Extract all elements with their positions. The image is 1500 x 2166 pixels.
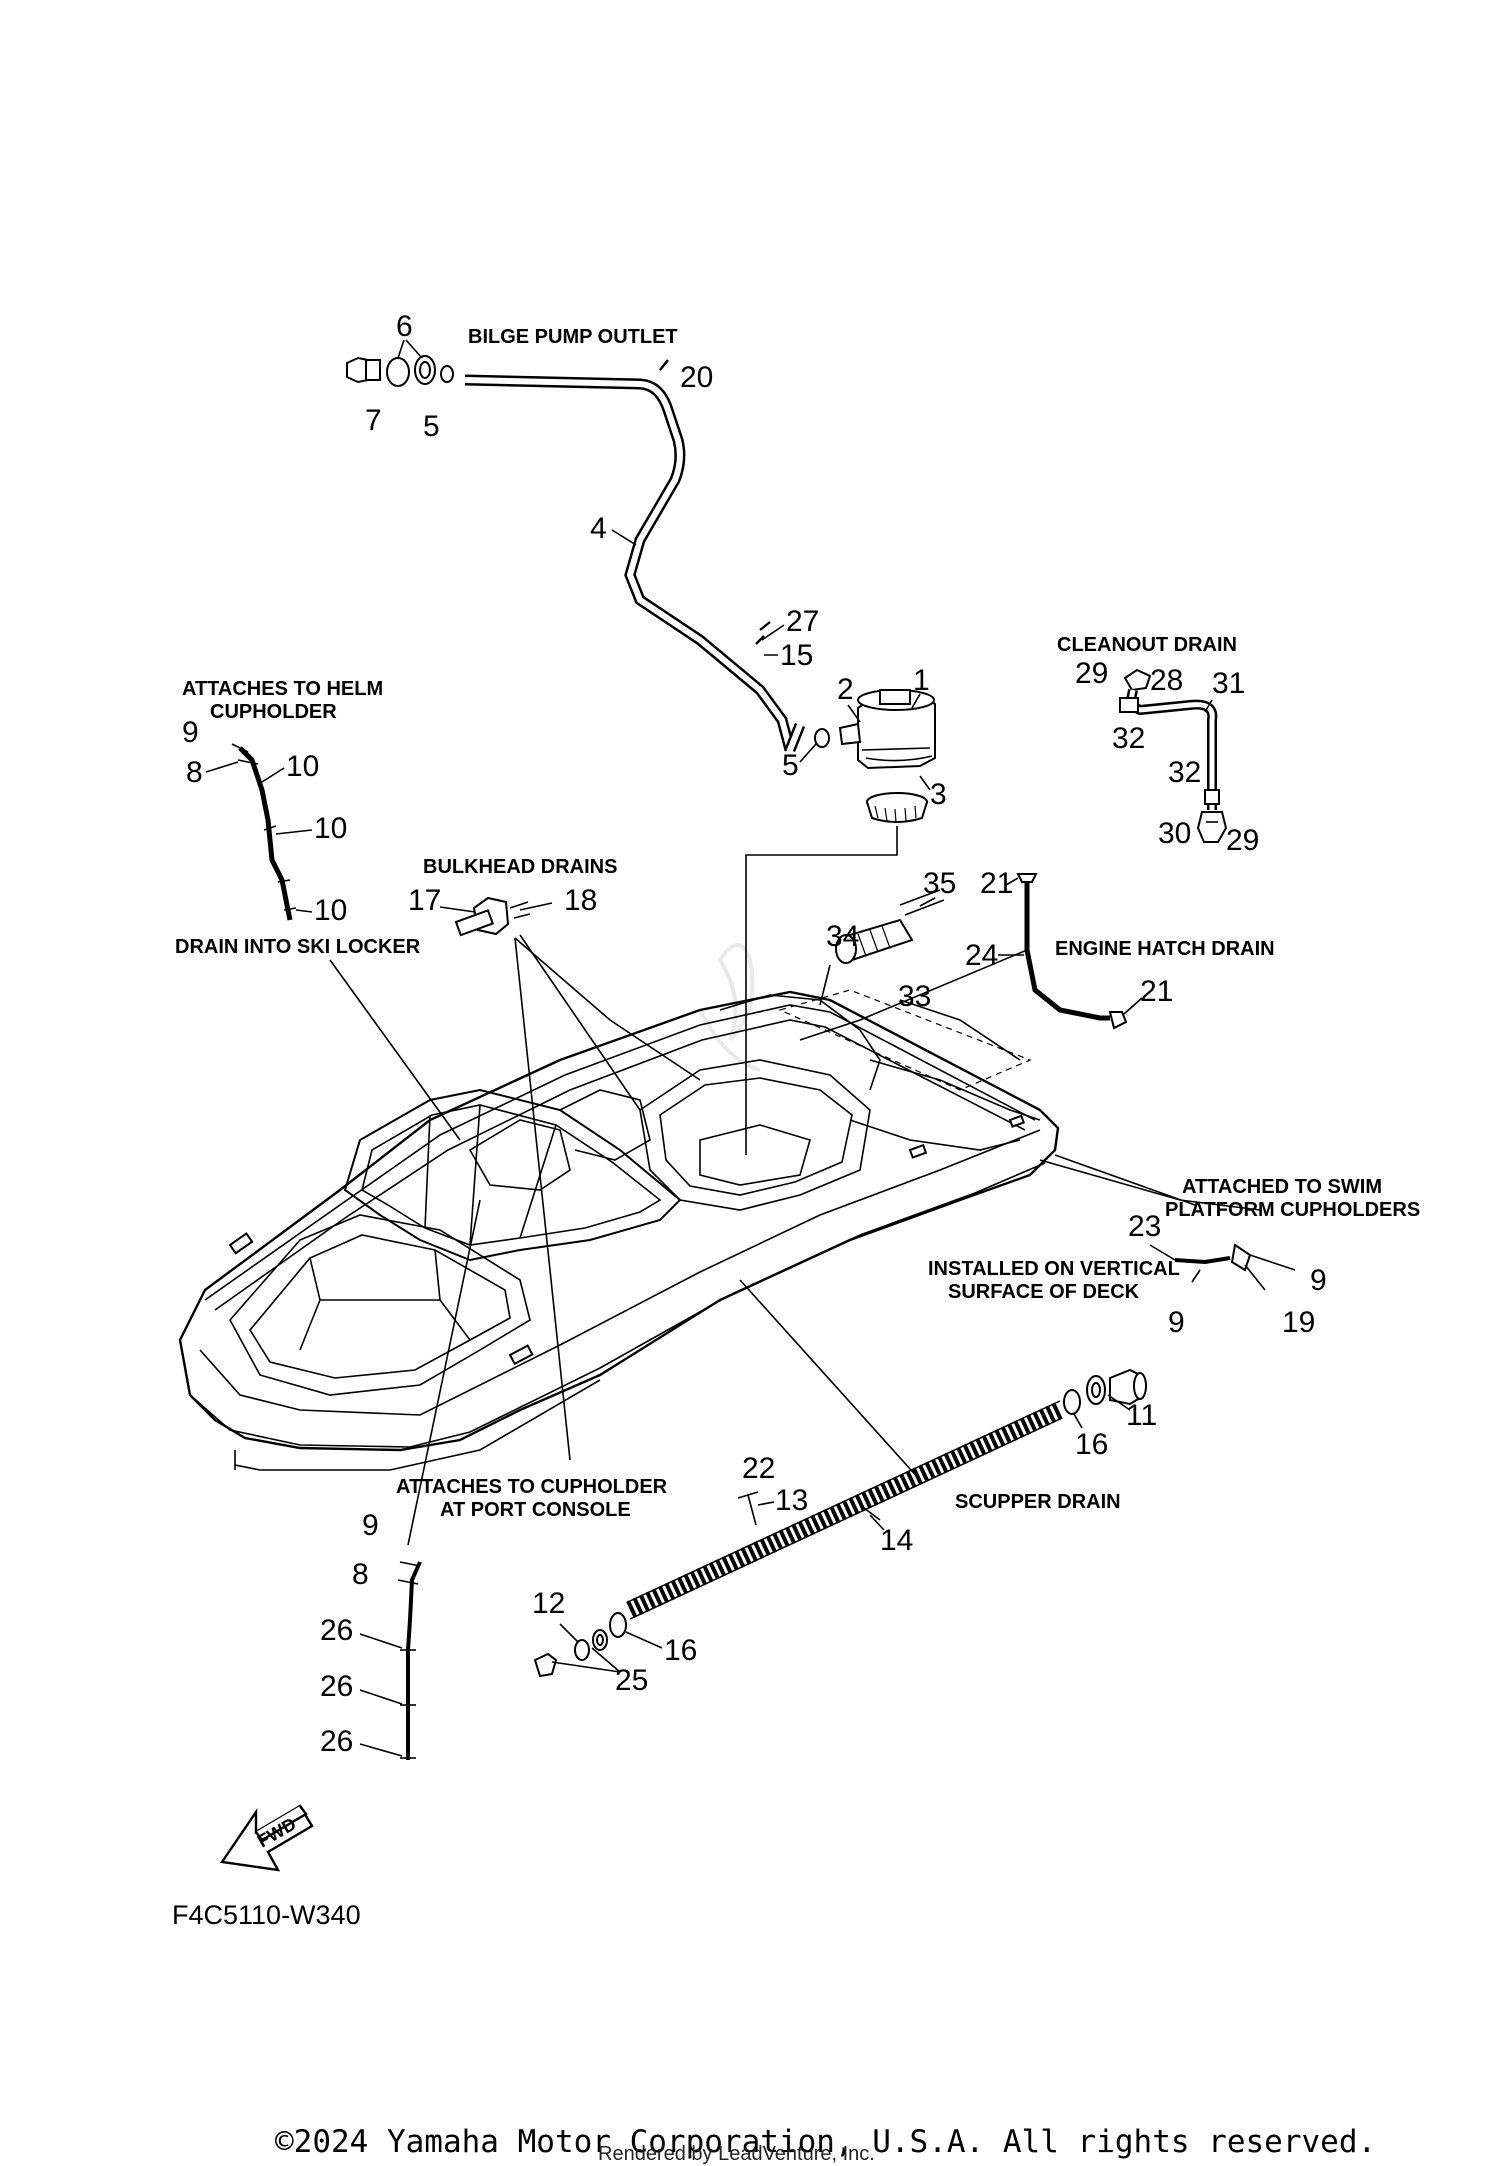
callout-12: 12 [532, 1587, 565, 1620]
callout-17: 17 [408, 884, 441, 917]
figure-code: F4C5110-W340 [172, 1900, 361, 1930]
callout-16-bottom: 16 [664, 1634, 697, 1667]
callout-35: 35 [923, 867, 956, 900]
callout-5-pump: 5 [782, 749, 799, 782]
label-installed-vertical-1: INSTALLED ON VERTICAL [928, 1258, 1180, 1280]
callout-8-port: 8 [352, 1558, 369, 1591]
bilge-pump-outlet-assembly [346, 355, 936, 1155]
label-bilge-pump-outlet: BILGE PUMP OUTLET [468, 326, 678, 348]
callout-28: 28 [1150, 664, 1183, 697]
cleanout-drain-assembly [1119, 668, 1228, 843]
callout-24: 24 [965, 939, 998, 972]
bulkhead-drains-assembly [439, 896, 553, 937]
copyright-notice: ©2024 Yamaha Motor Corporation, U.S.A. A… [275, 2124, 1376, 2160]
port-console-cupholder-drain [397, 1199, 481, 1760]
callout-numbers: 6 7 5 20 4 27 15 2 1 5 3 29 28 31 32 32 … [182, 310, 1327, 1758]
label-drain-ski-locker: DRAIN INTO SKI LOCKER [175, 936, 421, 958]
callout-29-top: 29 [1075, 657, 1108, 690]
callout-26-a: 26 [320, 1614, 353, 1647]
rendered-by-notice: Rendered by LeadVenture, Inc. [598, 2143, 875, 2165]
callout-5-top: 5 [423, 410, 440, 443]
callout-26-c: 26 [320, 1725, 353, 1758]
callout-9-helm: 9 [182, 716, 199, 749]
label-attaches-helm-1: ATTACHES TO HELM [182, 678, 383, 700]
callout-34: 34 [826, 920, 859, 953]
callout-31: 31 [1212, 667, 1245, 700]
callout-29-bottom: 29 [1226, 824, 1259, 857]
label-attached-swim-2: PLATFORM CUPHOLDERS [1165, 1199, 1420, 1221]
callout-20: 20 [680, 361, 713, 394]
helm-cupholder-drain [231, 743, 297, 921]
callout-22: 22 [742, 1452, 775, 1485]
callout-10-b: 10 [314, 812, 347, 845]
callout-9-swim-right: 9 [1310, 1264, 1327, 1297]
scupper-drain-assembly [533, 1279, 1147, 1678]
callout-9-port: 9 [362, 1509, 379, 1542]
label-attached-swim-1: ATTACHED TO SWIM [1182, 1176, 1382, 1198]
label-engine-hatch-drain: ENGINE HATCH DRAIN [1055, 938, 1275, 960]
label-attaches-port-1: ATTACHES TO CUPHOLDER [396, 1476, 668, 1498]
label-attaches-helm-2: CUPHOLDER [210, 701, 337, 723]
boat-hull-illustration [178, 989, 1060, 1471]
callout-3: 3 [930, 778, 947, 811]
callout-25: 25 [615, 1664, 648, 1697]
callout-16-top: 16 [1075, 1428, 1108, 1461]
callout-19: 19 [1282, 1306, 1315, 1339]
callout-27: 27 [786, 605, 819, 638]
callout-13: 13 [775, 1484, 808, 1517]
label-attaches-port-2: AT PORT CONSOLE [440, 1499, 631, 1521]
callout-32-bottom: 32 [1168, 756, 1201, 789]
callout-4: 4 [590, 512, 607, 545]
callout-33: 33 [898, 980, 931, 1013]
callout-32-top: 32 [1112, 722, 1145, 755]
callout-9-swim-left: 9 [1168, 1306, 1185, 1339]
callout-2: 2 [837, 673, 854, 706]
watermark-logo [698, 943, 761, 1072]
label-cleanout-drain: CLEANOUT DRAIN [1057, 634, 1237, 656]
leader-lines [329, 934, 1196, 1461]
section-labels: BILGE PUMP OUTLET CLEANOUT DRAIN ATTACHE… [175, 326, 1420, 1521]
callout-8-helm: 8 [186, 756, 203, 789]
callout-30: 30 [1158, 817, 1191, 850]
callout-18: 18 [564, 884, 597, 917]
callout-1: 1 [913, 664, 930, 697]
callout-21-bottom: 21 [1140, 975, 1173, 1008]
forward-direction-arrow: FWD [219, 1804, 314, 1872]
callout-10-c: 10 [314, 894, 347, 927]
callout-7: 7 [365, 404, 382, 437]
callout-26-b: 26 [320, 1670, 353, 1703]
label-bulkhead-drains: BULKHEAD DRAINS [423, 856, 617, 878]
callout-11: 11 [1126, 1399, 1157, 1432]
label-installed-vertical-2: SURFACE OF DECK [948, 1281, 1140, 1303]
callout-6: 6 [396, 310, 413, 343]
callout-23: 23 [1128, 1210, 1161, 1243]
callout-15: 15 [780, 639, 813, 672]
callout-10-a: 10 [286, 750, 319, 783]
label-scupper-drain: SCUPPER DRAIN [955, 1491, 1121, 1513]
callout-14: 14 [880, 1524, 913, 1557]
engine-hatch-drain-assembly [799, 873, 1128, 1041]
